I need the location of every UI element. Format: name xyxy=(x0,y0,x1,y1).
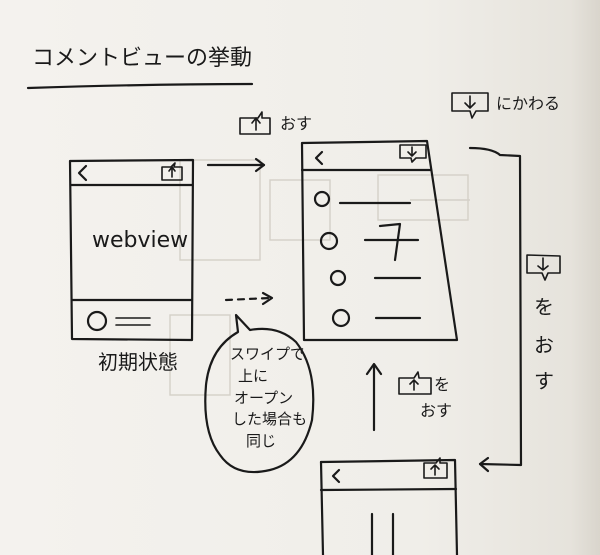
swipe-note-line: 上に xyxy=(238,366,269,385)
press-down-wo-text: を xyxy=(534,295,554,319)
page-title: コメントビューの挙動 xyxy=(32,46,253,71)
press-down-osu: お す xyxy=(531,330,557,396)
press-up-osu: おす xyxy=(420,401,453,420)
press-up-wo: を xyxy=(434,375,451,394)
swipe-note-line: した場合も xyxy=(232,410,308,429)
press-down-osu-1: お xyxy=(534,333,554,357)
share-down-icon xyxy=(399,144,427,163)
phone-initial xyxy=(68,158,195,342)
swipe-note-line: 同じ xyxy=(246,432,277,450)
initial-state-label: 初期状態 xyxy=(98,350,178,374)
webview-label: webview xyxy=(92,228,189,253)
swipe-note: スワイプで 上に オープン した場合も 同じ xyxy=(230,344,307,453)
arrow-close xyxy=(468,146,523,473)
speech-bubble xyxy=(204,313,315,474)
ghost-marks xyxy=(169,159,470,396)
phone-reopen xyxy=(319,458,459,555)
arrow-open xyxy=(206,157,266,173)
press-up-label: おす xyxy=(280,114,313,133)
press-down-osu-2: す xyxy=(534,369,554,393)
switch-label: にかわる xyxy=(496,94,561,113)
swipe-note-line: スワイプで xyxy=(230,345,306,363)
arrow-swipe xyxy=(224,291,274,306)
share-up-icon xyxy=(161,162,183,181)
share-up-icon xyxy=(239,111,271,135)
share-down-icon xyxy=(451,92,489,119)
press-down-wo: を xyxy=(531,292,557,322)
phone-comment-view xyxy=(300,139,459,342)
arrow-up xyxy=(365,362,383,432)
share-up-icon xyxy=(398,371,432,395)
share-down-icon xyxy=(526,254,561,281)
swipe-note-line: オープン xyxy=(234,388,294,407)
share-up-icon xyxy=(423,457,448,479)
title-underline xyxy=(26,82,254,90)
